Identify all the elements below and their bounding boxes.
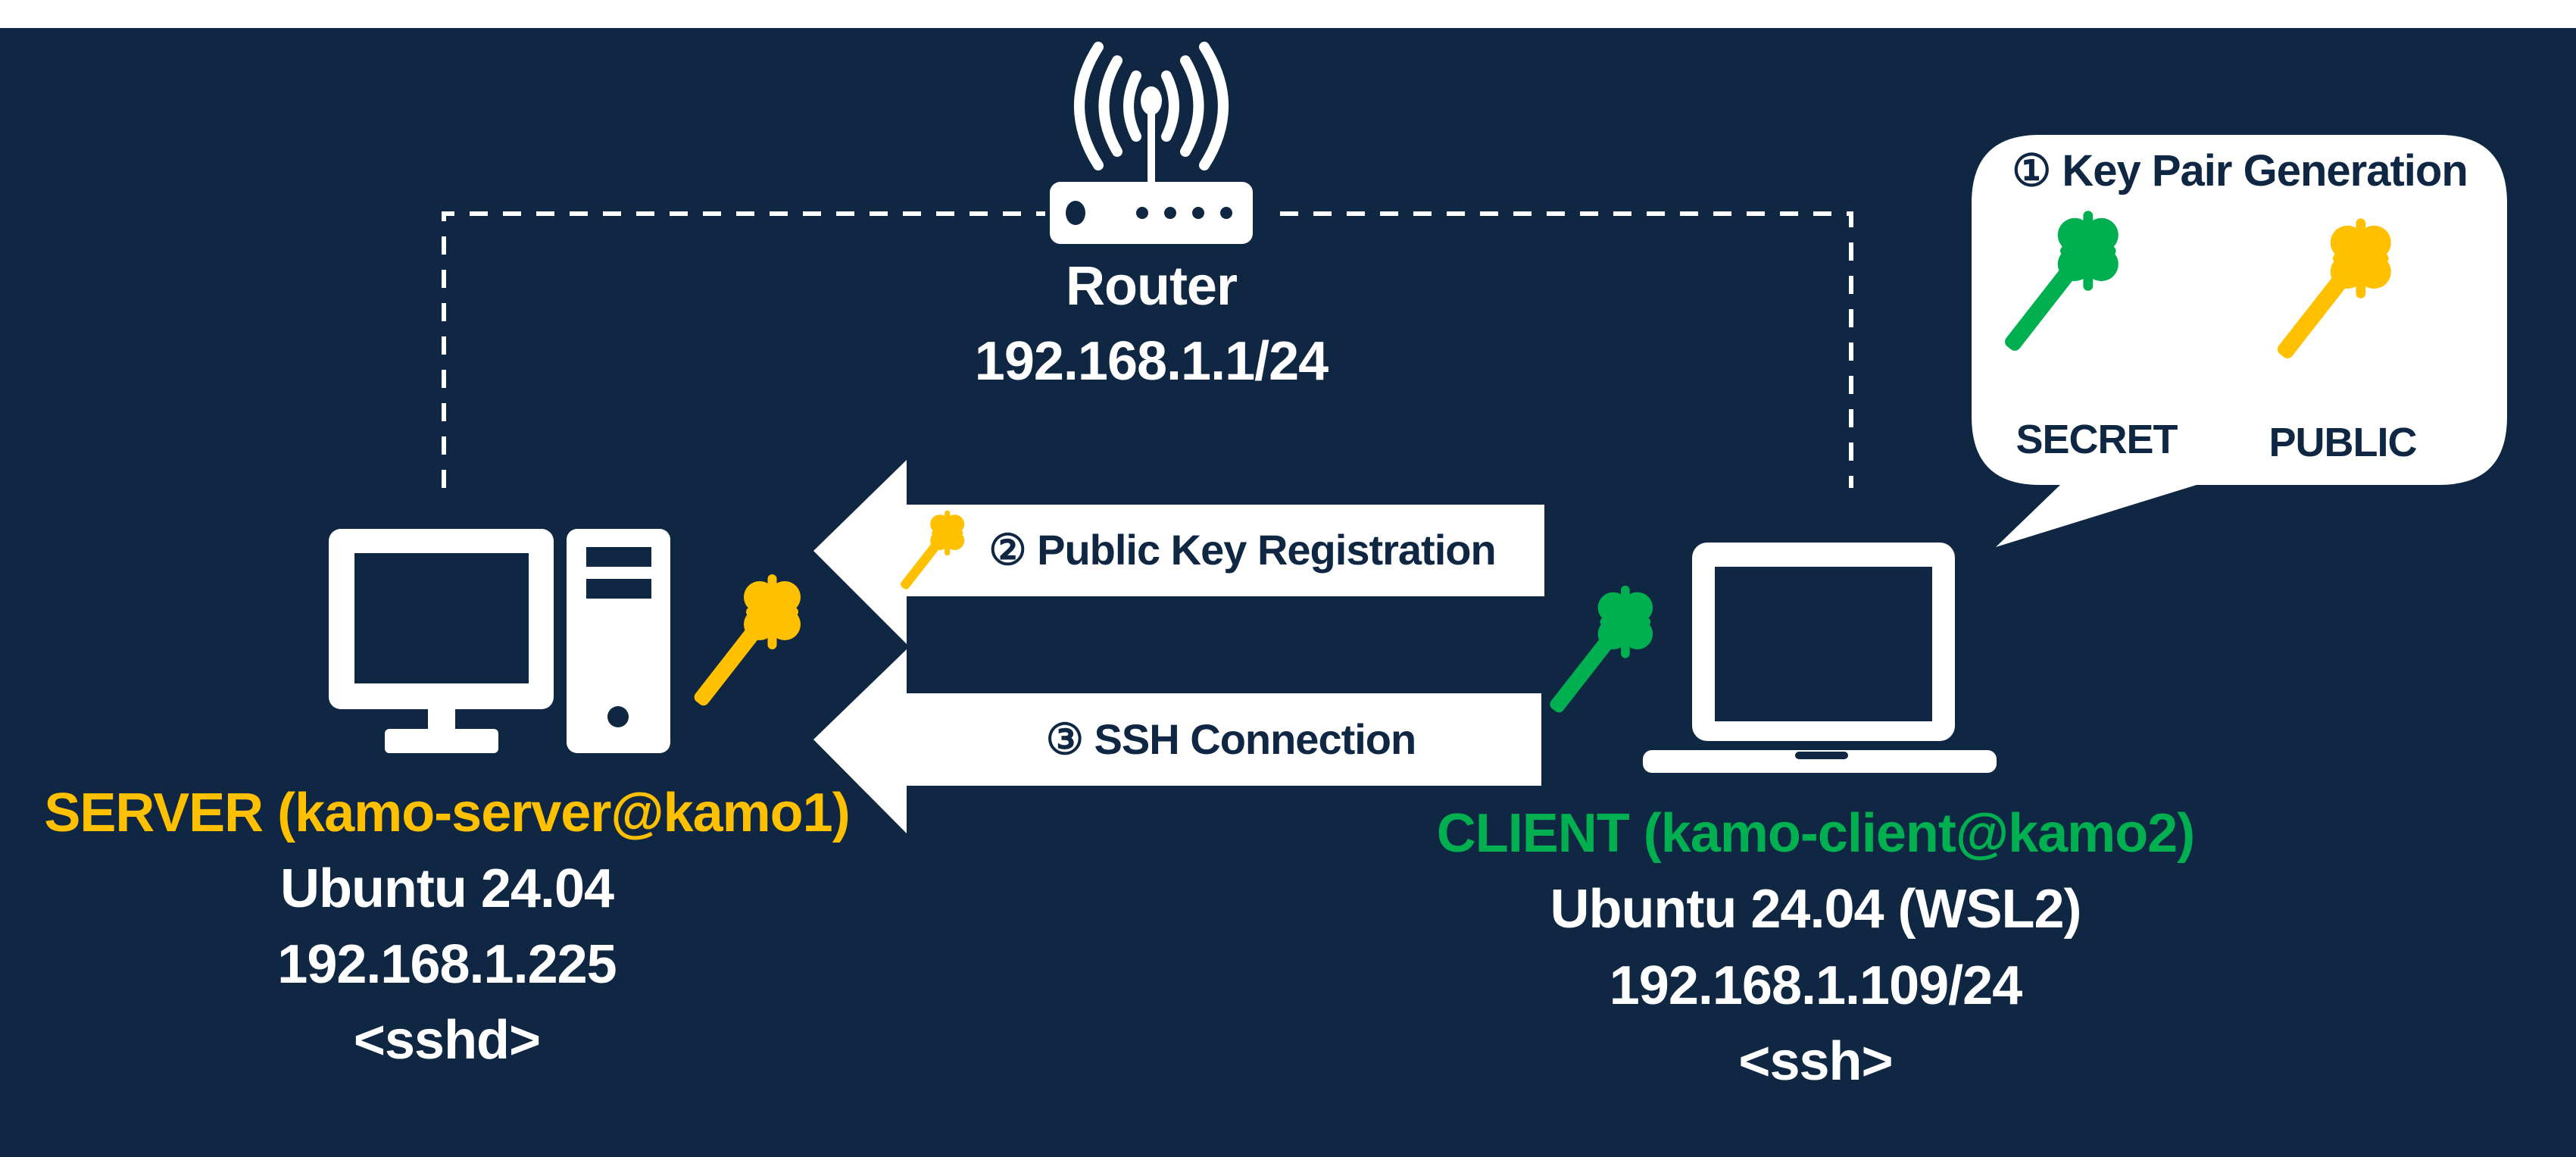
public-key-label: PUBLIC: [2268, 420, 2418, 465]
client-title: CLIENT (kamo-client@kamo2): [1436, 803, 2195, 864]
client-os: Ubuntu 24.04 (WSL2): [1550, 879, 2081, 940]
desktop-computer-icon: [329, 529, 670, 753]
network-link-server: [442, 211, 1045, 488]
step-ssh-connection-label: ③ SSH Connection: [1045, 715, 1416, 763]
public-key-registration-arrow: [813, 460, 1544, 644]
network-link-client: [1280, 211, 1853, 488]
router-label: Router: [1066, 256, 1238, 317]
server-ip: 192.168.1.225: [277, 934, 617, 995]
step-public-key-registration-label: ② Public Key Registration: [988, 526, 1496, 574]
wifi-router-icon: [1050, 42, 1253, 244]
server-title: SERVER (kamo-server@kamo1): [44, 783, 850, 843]
laptop-icon: [1643, 543, 1997, 773]
router-ip: 192.168.1.1/24: [974, 331, 1329, 392]
client-ip: 192.168.1.109/24: [1609, 955, 2023, 1016]
ssh-connection-arrow: [813, 649, 1541, 833]
server-daemon: <sshd>: [353, 1010, 541, 1071]
server-os: Ubuntu 24.04: [279, 858, 614, 919]
key-pair-generation-title: ① Key Pair Generation: [2012, 146, 2468, 195]
secret-key-label: SECRET: [2016, 417, 2178, 462]
client-daemon: <ssh>: [1738, 1031, 1893, 1092]
